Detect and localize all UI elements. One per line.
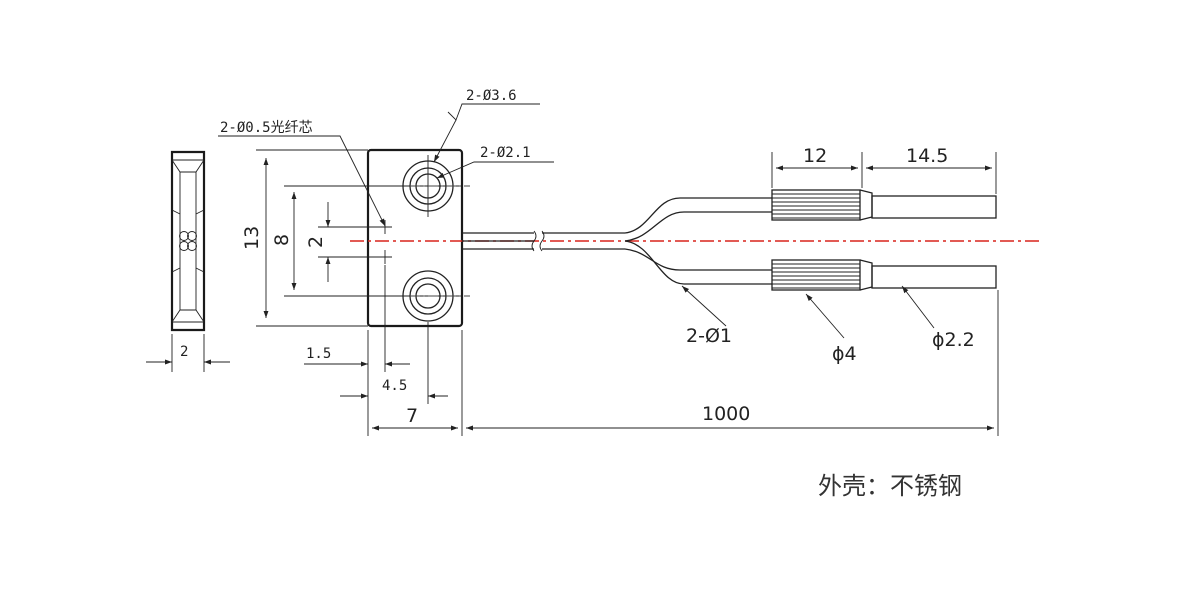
dim-width-label: 7 [406,405,418,427]
dim-pitch-label: 8 [271,234,293,246]
sleeve-dia-label: ϕ4 [832,343,857,365]
diameter-callouts: 2-Ø1 ϕ4 ϕ2.2 [681,285,975,365]
sleeve-upper [771,189,997,221]
material-note: 外壳：不锈钢 [818,472,962,500]
sleeve-lower [771,259,997,291]
dim-height-label: 13 [241,226,263,250]
dim-4-5-label: 4.5 [382,378,407,394]
dim-end-label: 14.5 [906,145,948,167]
fiber-core-callout: 2-Ø0.5光纤芯 [218,120,386,227]
sleeve-dimensions: 12 14.5 [771,145,997,194]
cable-length-dimension: 1000 [466,290,999,436]
sensor-head-front-view [366,148,464,328]
fiber-cables [462,189,997,291]
dim-sleeve-label: 12 [803,145,827,167]
fiber-core-label: 2-Ø0.5光纤芯 [220,120,313,136]
fiber-dia-label: 2-Ø1 [686,325,732,347]
hole-inner-callout: 2-Ø2.1 [436,145,554,179]
end-dia-label: ϕ2.2 [932,329,975,351]
hole-inner-label: 2-Ø2.1 [480,145,531,161]
side-view: 2 [146,150,230,372]
dim-thickness-label: 2 [180,344,188,360]
hole-outer-callout: 2-Ø3.6 [433,88,540,163]
dim-cable-label: 1000 [702,403,750,425]
vertical-dimensions: 13 8 2 [241,149,400,327]
dim-1-5-label: 1.5 [306,346,331,362]
hole-outer-label: 2-Ø3.6 [466,88,517,104]
bottom-dimensions: 1.5 4.5 7 [304,265,463,436]
dim-core-label: 2 [305,236,327,248]
